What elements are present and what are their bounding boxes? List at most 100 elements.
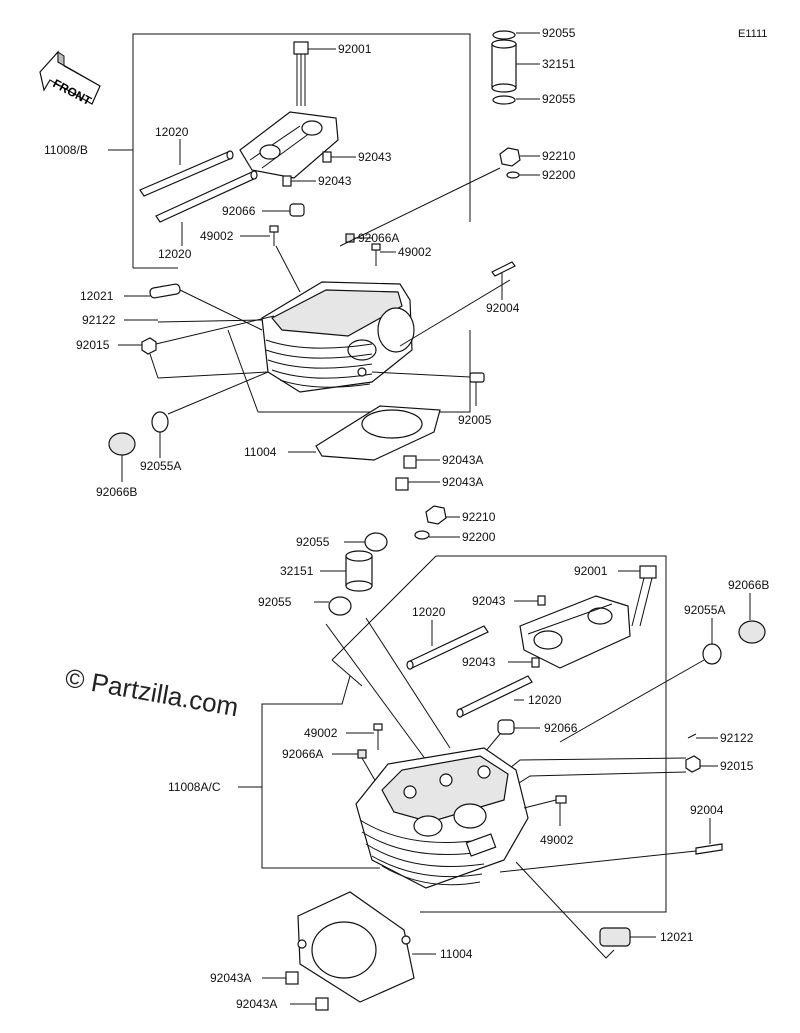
dowel-92043A-lower-a[interactable] — [285, 971, 299, 985]
label-11004[interactable]: 11004 — [244, 445, 277, 459]
fitting-49002-upper-b[interactable] — [371, 243, 381, 266]
gasket-11004-upper[interactable] — [315, 405, 441, 461]
label-12021[interactable]: 12021 — [80, 289, 114, 303]
pin-92122-lower[interactable] — [687, 733, 697, 739]
label-12020[interactable]: 12020 — [412, 605, 446, 619]
lower-assembly — [238, 505, 766, 1011]
dowel-92043A-upper-b[interactable] — [395, 477, 409, 491]
dowel-92043A-upper-a[interactable] — [403, 455, 417, 469]
rocker-shaft-upper-a[interactable] — [139, 150, 234, 197]
label-92004[interactable]: 92004 — [486, 301, 520, 315]
label-49002[interactable]: 49002 — [304, 726, 338, 740]
fitting-49002-lower-a[interactable] — [373, 723, 383, 750]
label-92043[interactable]: 92043 — [462, 655, 496, 669]
o-ring-92055A-lower[interactable] — [702, 643, 722, 665]
fitting-49002-lower-b[interactable] — [555, 795, 567, 826]
label-92004[interactable]: 92004 — [690, 803, 724, 817]
label-92066b[interactable]: 92066B — [96, 485, 137, 499]
dowel-92043-lower-b[interactable] — [531, 657, 540, 668]
label-92043[interactable]: 92043 — [358, 150, 392, 164]
label-92043a[interactable]: 92043A — [442, 475, 483, 489]
label-92066b[interactable]: 92066B — [728, 578, 769, 592]
o-ring-92055A-upper[interactable] — [151, 411, 169, 433]
tube-32151-lower[interactable] — [345, 550, 373, 592]
label-92043a[interactable]: 92043A — [210, 971, 251, 985]
label-92043a[interactable]: 92043A — [236, 997, 277, 1011]
rocker-shaft-upper-b[interactable] — [155, 170, 258, 223]
label-92210[interactable]: 92210 — [542, 149, 576, 163]
label-92055[interactable]: 92055 — [542, 92, 576, 106]
label-92043[interactable]: 92043 — [318, 174, 352, 188]
cap-92066B-upper[interactable] — [108, 432, 136, 456]
label-92043[interactable]: 92043 — [472, 594, 506, 608]
label-32151[interactable]: 32151 — [280, 564, 314, 578]
label-92210[interactable]: 92210 — [462, 510, 496, 524]
dowel-92043-lower-a[interactable] — [537, 595, 546, 606]
label-92122[interactable]: 92122 — [720, 731, 754, 745]
label-92015[interactable]: 92015 — [76, 338, 110, 352]
o-ring-92055-lower-a[interactable] — [364, 532, 388, 552]
label-11004[interactable]: 11004 — [440, 947, 473, 961]
rocker-shaft-lower-b[interactable] — [456, 675, 533, 718]
gasket-12021-lower[interactable] — [599, 927, 631, 947]
label-49002[interactable]: 49002 — [540, 833, 574, 847]
o-ring-92055-lower-b[interactable] — [328, 596, 352, 616]
label-92001[interactable]: 92001 — [338, 42, 372, 56]
cap-92066-lower[interactable] — [497, 719, 515, 735]
label-12020[interactable]: 12020 — [158, 247, 192, 261]
dowel-92043-upper-a[interactable] — [322, 151, 332, 163]
plug-92066A-lower[interactable] — [357, 749, 367, 759]
cylinder-head-upper[interactable] — [261, 281, 415, 393]
dowel-92043-upper-b[interactable] — [282, 175, 292, 187]
label-92055[interactable]: 92055 — [296, 535, 330, 549]
bolt-92001-upper[interactable] — [293, 41, 309, 106]
washer-92200-upper[interactable] — [506, 171, 520, 179]
label-12020[interactable]: 12020 — [528, 693, 562, 707]
gasket-12021-upper[interactable] — [149, 283, 181, 299]
tube-32151-upper[interactable] — [491, 30, 517, 105]
label-11008-b[interactable]: 11008/B — [44, 143, 88, 157]
label-12021[interactable]: 12021 — [660, 930, 694, 944]
label-92055[interactable]: 92055 — [258, 595, 292, 609]
front-arrow-icon: FRONT — [39, 50, 101, 108]
fitting-49002-upper-a[interactable] — [269, 225, 279, 246]
label-92066a[interactable]: 92066A — [358, 231, 399, 245]
cap-92066-upper[interactable] — [289, 203, 305, 217]
nut-92210-upper[interactable] — [499, 147, 521, 167]
part-labels: 92001 92055 32151 92055 92210 92200 9204… — [44, 26, 769, 1011]
label-92122[interactable]: 92122 — [82, 313, 116, 327]
label-92066[interactable]: 92066 — [544, 721, 578, 735]
label-92043a[interactable]: 92043A — [442, 453, 483, 467]
label-92066a[interactable]: 92066A — [282, 747, 323, 761]
nut-92015-upper[interactable] — [141, 337, 157, 355]
label-92005[interactable]: 92005 — [458, 413, 492, 427]
nut-92210-lower[interactable] — [425, 505, 447, 525]
stud-92004-upper[interactable] — [491, 261, 516, 277]
washer-92200-lower[interactable] — [414, 530, 430, 540]
label-49002[interactable]: 49002 — [398, 245, 432, 259]
label-92055a[interactable]: 92055A — [140, 459, 181, 473]
bolt-92001-lower[interactable] — [631, 565, 657, 627]
fitting-92005-upper[interactable] — [469, 372, 485, 383]
rocker-holder-upper[interactable] — [239, 111, 339, 179]
upper-assembly — [108, 30, 540, 491]
label-12020[interactable]: 12020 — [155, 125, 189, 139]
label-92200[interactable]: 92200 — [542, 168, 576, 182]
label-92015[interactable]: 92015 — [720, 759, 754, 773]
label-49002[interactable]: 49002 — [200, 229, 234, 243]
cap-92066B-lower[interactable] — [738, 620, 766, 644]
label-92055a[interactable]: 92055A — [684, 603, 725, 617]
label-92055[interactable]: 92055 — [542, 26, 576, 40]
rocker-holder-lower[interactable] — [519, 595, 631, 669]
gasket-11004-lower[interactable] — [297, 891, 415, 1003]
rocker-shaft-lower-a[interactable] — [406, 625, 489, 670]
dowel-92043A-lower-b[interactable] — [315, 997, 329, 1011]
label-92066[interactable]: 92066 — [222, 204, 256, 218]
label-92200[interactable]: 92200 — [462, 530, 496, 544]
label-11008a-c[interactable]: 11008A/C — [168, 780, 221, 794]
label-92001[interactable]: 92001 — [574, 564, 608, 578]
label-32151[interactable]: 32151 — [542, 57, 576, 71]
stud-92004-lower[interactable] — [695, 843, 723, 855]
nut-92015-lower[interactable] — [685, 755, 701, 773]
cylinder-head-lower[interactable] — [355, 747, 529, 889]
